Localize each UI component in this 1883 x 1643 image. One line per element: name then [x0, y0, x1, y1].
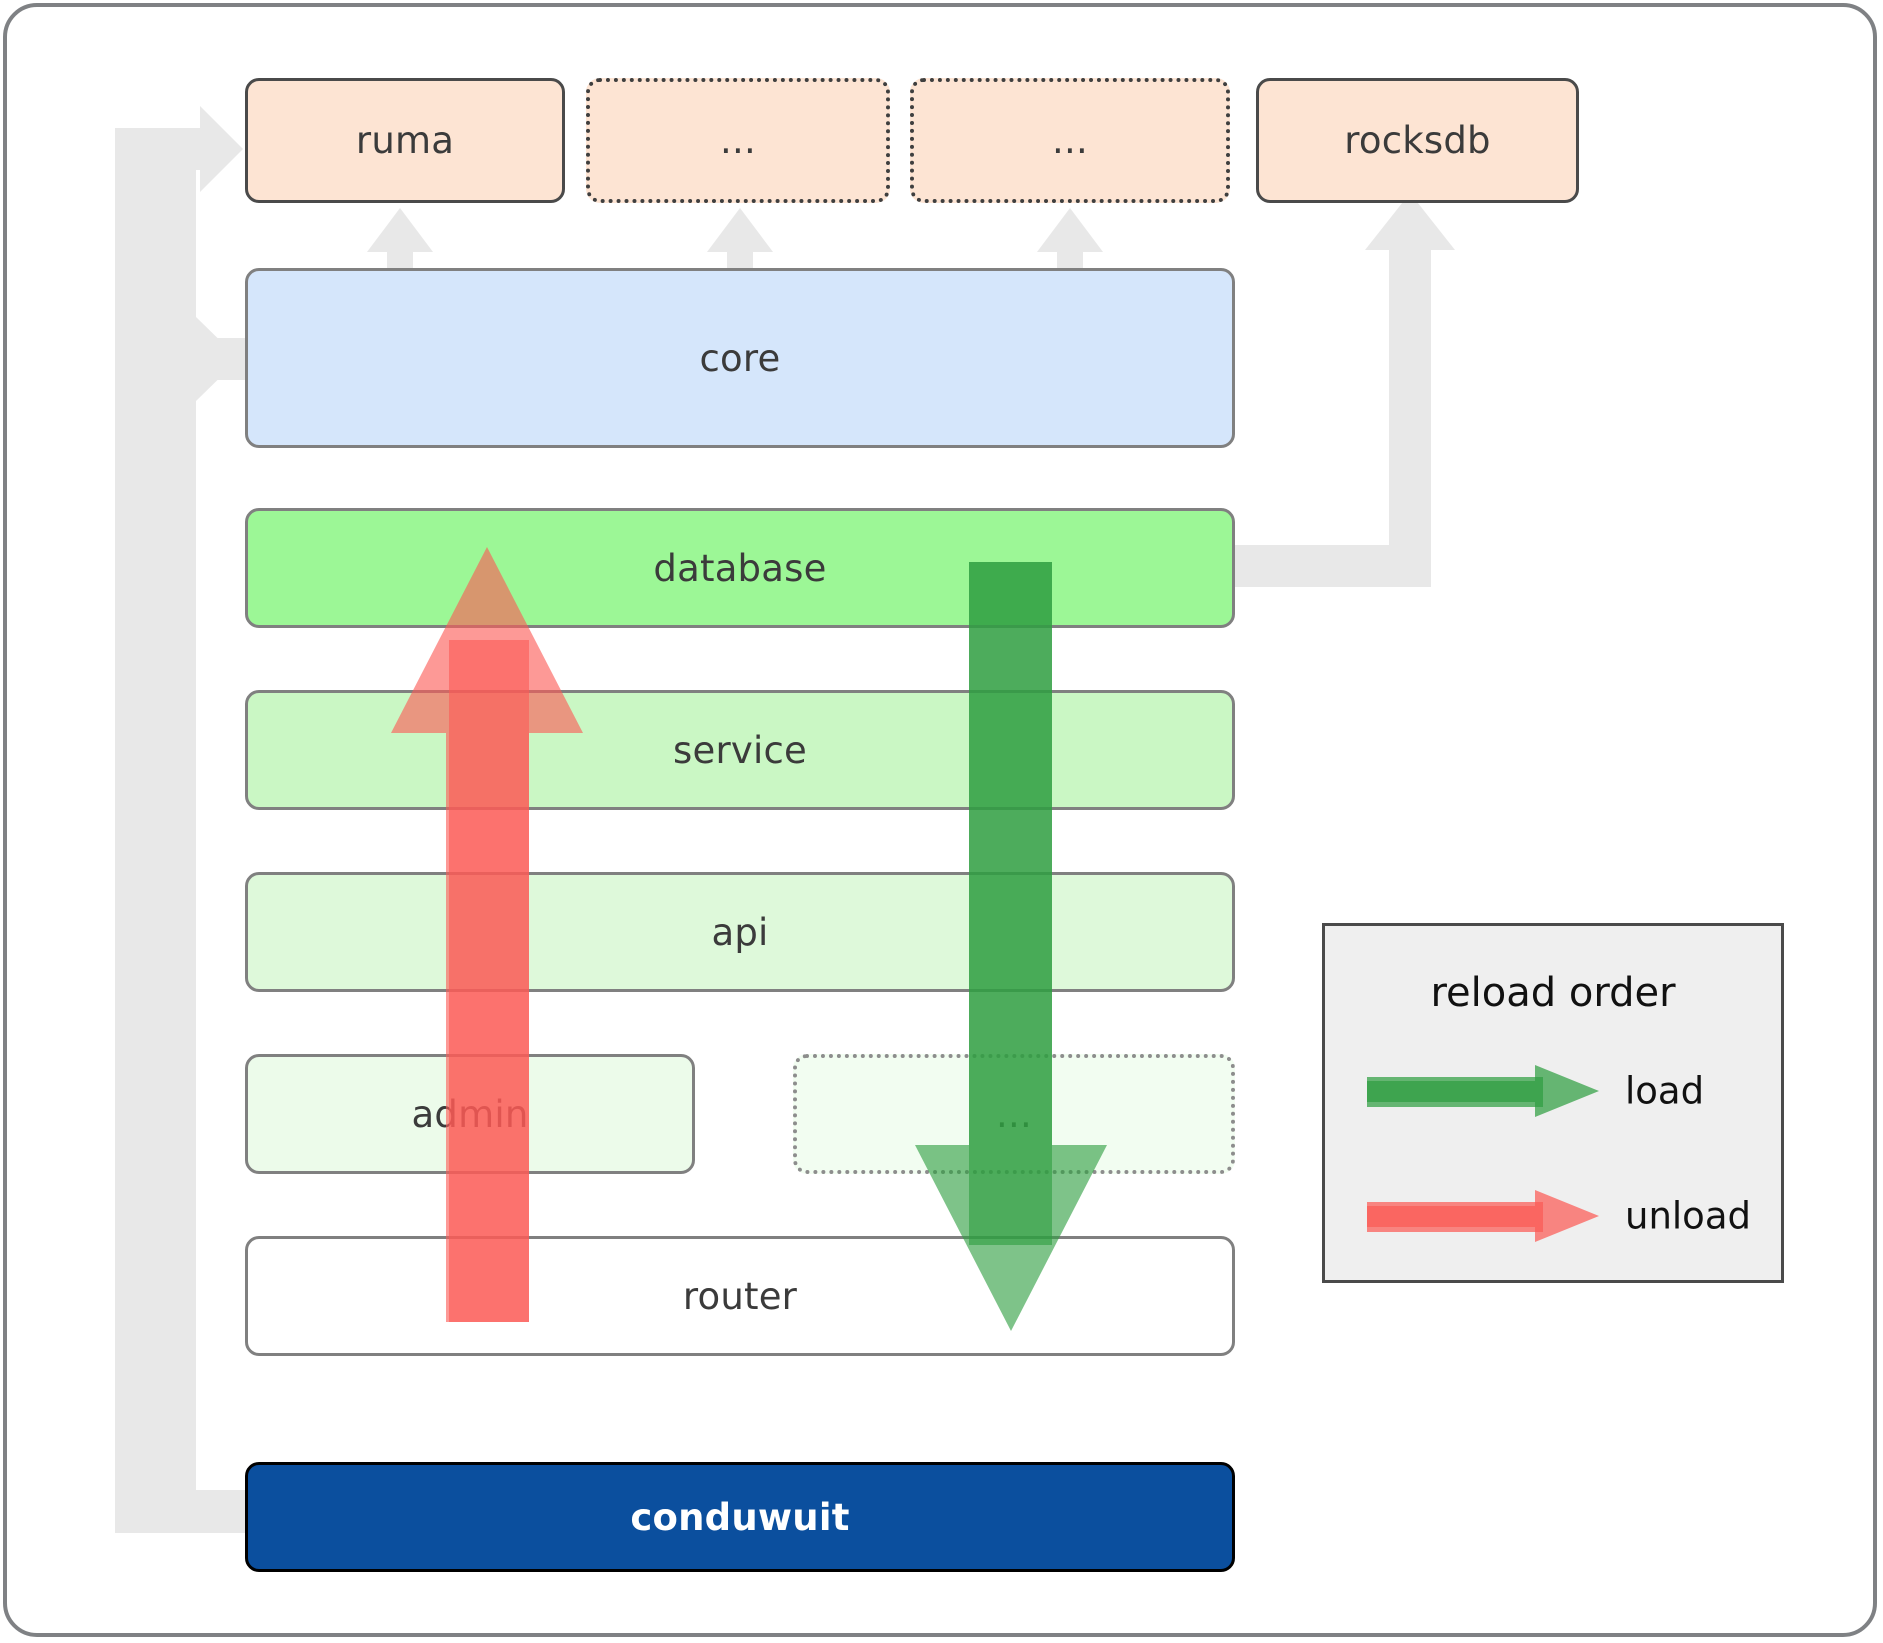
- node-database[interactable]: database: [245, 508, 1235, 628]
- node-router-label: router: [682, 1274, 798, 1318]
- node-core[interactable]: core: [245, 268, 1235, 448]
- node-router[interactable]: router: [245, 1236, 1235, 1356]
- legend-label-unload: unload: [1625, 1194, 1751, 1238]
- node-top-ellipsis-2-label: ...: [1052, 119, 1088, 162]
- node-api[interactable]: api: [245, 872, 1235, 992]
- node-service-label: service: [673, 728, 807, 772]
- node-top-ellipsis-1-label: ...: [720, 119, 756, 162]
- legend-title: reload order: [1430, 970, 1676, 1016]
- node-admin-sibling[interactable]: ...: [793, 1054, 1235, 1174]
- legend-label-load: load: [1625, 1069, 1705, 1113]
- node-admin-label: admin: [411, 1092, 529, 1136]
- node-admin-sibling-label: ...: [996, 1092, 1032, 1136]
- legend-row-load: load: [1325, 1051, 1781, 1131]
- node-top-ellipsis-2[interactable]: ...: [910, 78, 1230, 203]
- unload-arrow-icon: [1367, 1190, 1599, 1242]
- load-arrow-icon: [1367, 1065, 1599, 1117]
- node-service[interactable]: service: [245, 690, 1235, 810]
- node-admin[interactable]: admin: [245, 1054, 695, 1174]
- node-rocksdb-label: rocksdb: [1344, 119, 1491, 162]
- legend-row-unload: unload: [1325, 1176, 1781, 1256]
- legend-box: reload order load unload: [1322, 923, 1784, 1283]
- node-conduwuit[interactable]: conduwuit: [245, 1462, 1235, 1572]
- node-database-label: database: [653, 546, 827, 590]
- node-ruma[interactable]: ruma: [245, 78, 565, 203]
- node-core-label: core: [699, 336, 781, 380]
- node-rocksdb[interactable]: rocksdb: [1256, 78, 1579, 203]
- node-top-ellipsis-1[interactable]: ...: [586, 78, 890, 203]
- node-api-label: api: [711, 910, 769, 954]
- node-ruma-label: ruma: [355, 119, 455, 162]
- node-conduwuit-label: conduwuit: [630, 1495, 850, 1539]
